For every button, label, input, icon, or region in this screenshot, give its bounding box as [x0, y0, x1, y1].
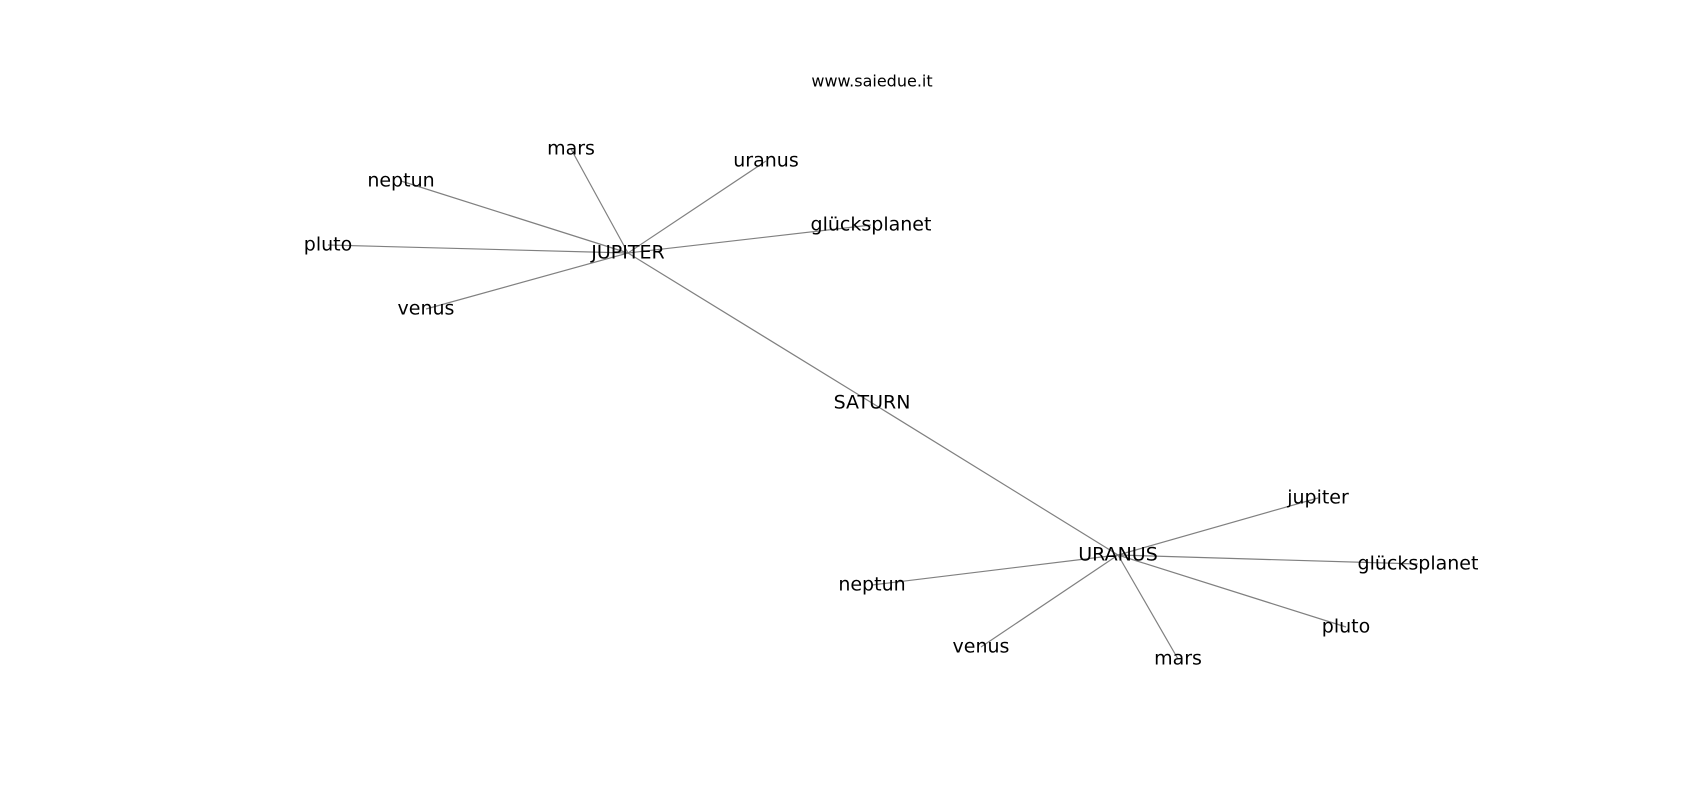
node-label-j-uranus: uranus	[733, 150, 798, 172]
node-label-j-neptun: neptun	[367, 170, 434, 192]
node-label-u-venus: venus	[953, 636, 1010, 658]
edge-jupiter_hub-j_neptun	[400, 180, 629, 254]
edge-uranus_hub-u_neptun	[871, 554, 1119, 586]
node-label-j-gluecksplanet: glücksplanet	[811, 214, 932, 236]
node-label-uranus-hub: URANUS	[1078, 544, 1158, 566]
edge-uranus_hub-u_jupiter	[1117, 497, 1319, 556]
nodes-layer: JUPITER SATURN URANUS mars uranus neptun glück…	[304, 138, 1479, 670]
edge-uranus_hub-u_gluecksplanet	[1117, 554, 1419, 565]
node-label-u-pluto: pluto	[1322, 616, 1370, 638]
edge-jupiter_hub-j_mars	[570, 148, 629, 254]
edge-uranus_hub-u_pluto	[1117, 554, 1347, 628]
edge-uranus_hub-u_venus	[980, 554, 1119, 648]
node-label-j-pluto: pluto	[304, 234, 352, 256]
edges-layer	[327, 148, 1419, 660]
node-label-saturn: SATURN	[834, 392, 911, 414]
watermark-text: www.saiedue.it	[811, 72, 932, 91]
node-label-j-mars: mars	[547, 138, 595, 160]
node-label-u-neptun: neptun	[838, 574, 905, 596]
edge-jupiter_hub-j_uranus	[627, 160, 767, 254]
edge-jupiter_hub-j_pluto	[327, 244, 629, 254]
node-label-u-mars: mars	[1154, 648, 1202, 670]
edge-saturn-uranus_hub	[871, 402, 1119, 556]
edge-jupiter_hub-saturn	[627, 252, 873, 404]
node-label-jupiter-hub: JUPITER	[590, 242, 664, 264]
edge-jupiter_hub-j_venus	[425, 252, 629, 310]
edge-uranus_hub-u_mars	[1117, 554, 1179, 660]
node-label-j-venus: venus	[398, 298, 455, 320]
edge-jupiter_hub-j_gluecksplanet	[627, 224, 872, 254]
node-label-u-gluecksplanet: glücksplanet	[1358, 553, 1479, 575]
node-label-u-jupiter: jupiter	[1286, 487, 1349, 509]
